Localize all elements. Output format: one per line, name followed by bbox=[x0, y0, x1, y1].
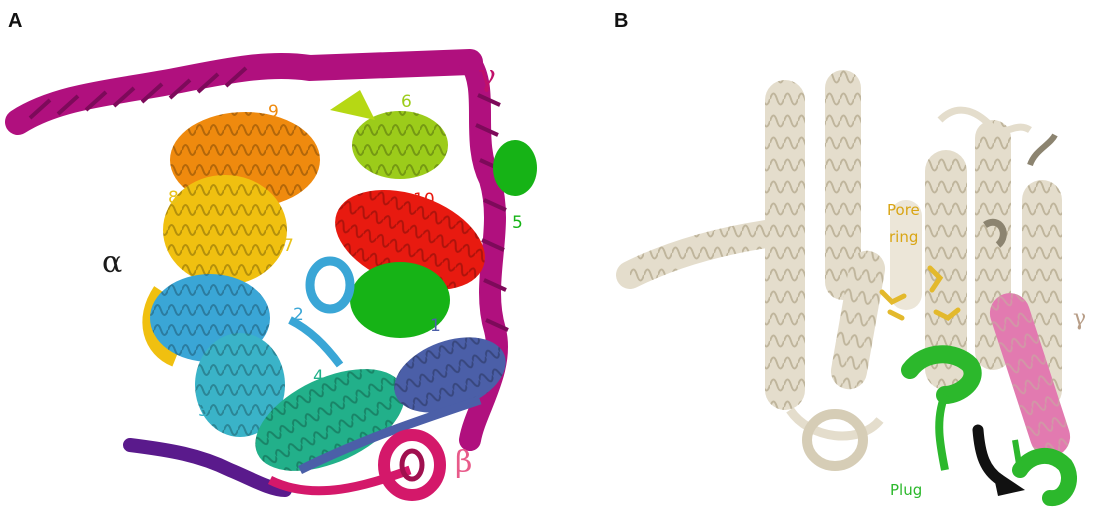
pore-ring-label-line1: Pore bbox=[887, 203, 920, 218]
plug-label: Plug bbox=[890, 483, 922, 498]
protein-structure-b bbox=[560, 0, 1093, 517]
panel-a: A bbox=[0, 0, 560, 517]
helix-number-6: 6 bbox=[401, 94, 412, 111]
helix-number-5: 5 bbox=[512, 215, 523, 232]
panel-b: B bbox=[560, 0, 1093, 517]
gamma-label: γ bbox=[478, 62, 496, 92]
alpha-label: α bbox=[102, 248, 122, 278]
protein-structure-a bbox=[0, 0, 560, 517]
beta-label: β bbox=[455, 448, 472, 478]
helix-5 bbox=[493, 140, 537, 196]
helix-6 bbox=[330, 90, 448, 179]
helix-number-3: 3 bbox=[198, 403, 209, 420]
helix-number-1: 1 bbox=[430, 318, 441, 335]
helix-number-4: 4 bbox=[313, 369, 324, 386]
helix-number-9: 9 bbox=[268, 104, 279, 121]
helix-number-2: 2 bbox=[293, 307, 304, 324]
gamma-label-b: γ bbox=[1073, 308, 1086, 330]
helix-number-7: 7 bbox=[283, 238, 294, 255]
pore-ring-label-line2: ring bbox=[889, 230, 918, 245]
backbone-helices bbox=[630, 70, 1062, 466]
helix-number-8: 8 bbox=[168, 190, 179, 207]
helix-number-10: 10 bbox=[413, 192, 435, 209]
